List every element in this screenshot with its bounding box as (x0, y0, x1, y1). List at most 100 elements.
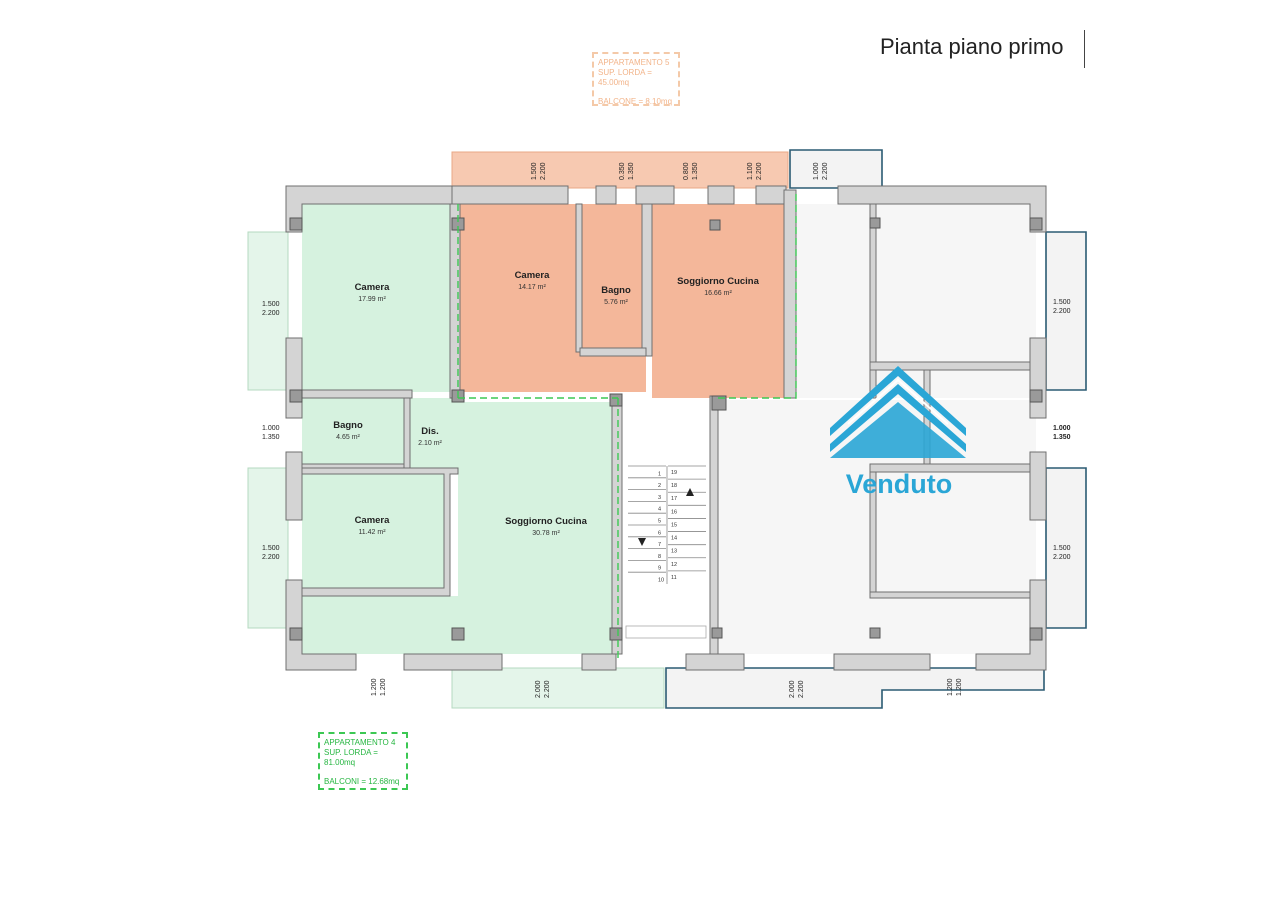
balcony-east-lower (1045, 467, 1087, 629)
stair-step-number: 3 (658, 495, 661, 501)
dim-bottom-2a: 2.000 (535, 680, 542, 698)
stair-step-number: 9 (658, 566, 661, 572)
wall-west-mid-lower (285, 451, 303, 521)
dim-bottom-2b: 2.200 (544, 680, 551, 698)
column (709, 219, 721, 231)
stair-step-number: 15 (671, 522, 677, 528)
stair-step-number: 16 (671, 509, 677, 515)
dim-right-2b: 1.350 (1053, 434, 1071, 441)
dim-right-1a: 1.500 (1053, 299, 1071, 306)
balcony-north-apt5 (451, 151, 789, 189)
wall-int-9 (783, 189, 797, 399)
wall-int-4 (301, 467, 459, 597)
sold-stamp-text: Venduto (846, 469, 953, 499)
wall-ne-corner (837, 185, 1047, 233)
stair-down-arrow-icon (638, 538, 646, 546)
room-bagno-n-name: Bagno (601, 285, 631, 296)
wall-east-mid-upper (1029, 337, 1047, 419)
fill-camera-sw (302, 472, 450, 590)
wall-south-4 (685, 653, 745, 671)
dim-bottom-4b: 1.200 (956, 678, 963, 696)
wall-int-6 (575, 203, 583, 353)
legend-a4-name: APPARTAMENTO 4 (324, 738, 396, 747)
stair-step-number: 11 (671, 575, 677, 581)
fill-soggiorno-n (652, 204, 784, 398)
stair-step-number: 1 (658, 471, 661, 477)
column (289, 627, 303, 641)
dim-top-4a: 1.100 (747, 162, 754, 180)
wall-south-3 (833, 653, 931, 671)
dim-top-1b: 2.200 (540, 162, 547, 180)
wall-int-7 (641, 203, 653, 357)
dim-top-4b: 2.200 (756, 162, 763, 180)
wall-se-corner (975, 579, 1047, 671)
fill-bagno-w (302, 398, 404, 464)
balcony-east-upper (1045, 231, 1087, 391)
column (451, 627, 465, 641)
wall-south-1 (403, 653, 503, 671)
fill-stairwell (622, 400, 710, 628)
stair-step-number: 10 (658, 578, 664, 584)
legend-apartment-4: APPARTAMENTO 4 SUP. LORDA = 81.00mq BALC… (318, 732, 408, 790)
walls (285, 185, 1047, 671)
page-title: Pianta piano primo (880, 34, 1064, 59)
wall-south-2 (581, 653, 617, 671)
column (1029, 389, 1043, 403)
wall-stair-east (709, 395, 719, 655)
dim-top-3a: 0.800 (683, 162, 690, 180)
room-bagno-n-area: 5.76 m² (604, 299, 628, 306)
stair-step-number: 2 (658, 483, 661, 489)
wall-north-2 (595, 185, 617, 205)
wall-stair-west (611, 395, 623, 655)
column (711, 395, 727, 411)
title-divider (1084, 30, 1085, 68)
dim-top-5b: 2.200 (822, 162, 829, 180)
column (609, 393, 623, 407)
stair-step-number: 19 (671, 470, 677, 476)
wall-sw-corner (285, 579, 357, 671)
stair-up-arrow-icon (686, 488, 694, 496)
wall-int-1 (301, 389, 413, 399)
balcony-west-lower (247, 467, 289, 629)
sold-stamp: Venduto (830, 366, 966, 499)
stair-step-number: 14 (671, 536, 677, 542)
room-soggiorno-s-name: Soggiorno Cucina (505, 516, 588, 527)
dim-right-2a: 1.000 (1053, 425, 1071, 432)
column (289, 217, 303, 231)
dim-left-1b: 2.200 (262, 310, 280, 317)
dim-right-3b: 2.200 (1053, 554, 1071, 561)
dim-top-1a: 1.500 (531, 162, 538, 180)
wall-int-11 (869, 361, 1031, 371)
fill-camera-n (460, 204, 580, 392)
wall-north-5 (755, 185, 787, 205)
stair-step-number: 6 (658, 530, 661, 536)
balcony-south-apt4 (451, 667, 665, 709)
stair-step-number: 13 (671, 549, 677, 555)
wall-int-15 (869, 591, 1031, 599)
dim-bottom-3a: 2.000 (789, 680, 796, 698)
wall-int-5 (449, 203, 461, 399)
balcony-south-sold (665, 667, 1045, 709)
dim-right-1b: 2.200 (1053, 308, 1071, 315)
room-dis-name: Dis. (421, 426, 438, 437)
dim-top-2a: 0.350 (619, 162, 626, 180)
column (869, 217, 881, 229)
room-soggiorno-n-area: 16.66 m² (704, 290, 732, 297)
room-soggiorno-n-name: Soggiorno Cucina (677, 276, 760, 287)
column (1029, 217, 1043, 231)
fill-dis (410, 398, 458, 468)
balcony-north-sold (789, 149, 883, 189)
fill-camera-nw (302, 204, 450, 392)
room-dis-area: 2.10 m² (418, 440, 442, 447)
room-camera-sw-name: Camera (355, 515, 391, 526)
dim-top-5a: 1.000 (813, 162, 820, 180)
wall-int-2 (403, 397, 411, 469)
house-logo-icon (830, 366, 966, 458)
stair-step-number: 8 (658, 554, 661, 560)
dim-left-2b: 1.350 (262, 434, 280, 441)
room-bagno-w-area: 4.65 m² (336, 434, 360, 441)
column (711, 627, 723, 639)
room-bagno-w-name: Bagno (333, 420, 363, 431)
columns (289, 217, 1043, 641)
